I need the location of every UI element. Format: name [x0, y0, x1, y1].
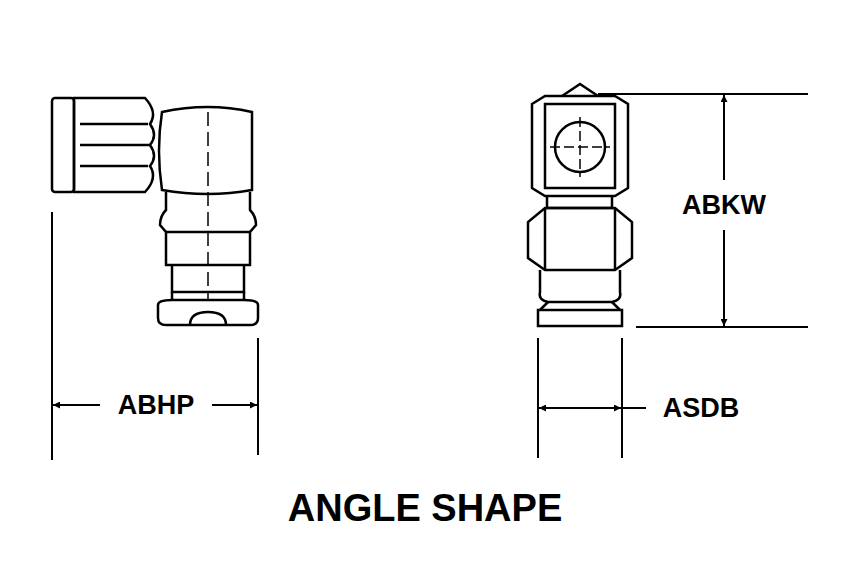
right-fitting [528, 84, 632, 326]
left-fitting [52, 98, 258, 325]
dimension-label: ABKW [679, 192, 769, 219]
figure-title: ANGLE SHAPE [285, 489, 565, 527]
dimension-lines [52, 94, 808, 460]
dimension-label: ABHP [115, 392, 198, 419]
dimension-label: ASDB [660, 395, 743, 422]
